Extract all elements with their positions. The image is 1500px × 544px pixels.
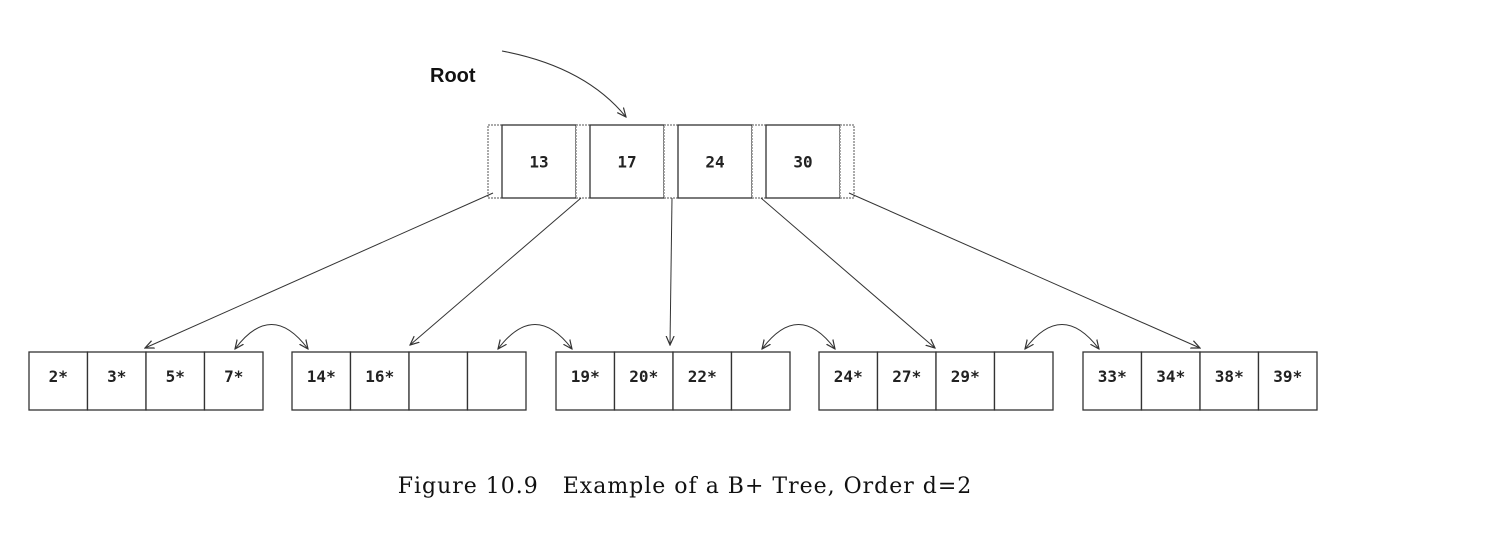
root-key: 17: [617, 153, 636, 172]
leaf-entry: 24*: [834, 367, 863, 386]
root-pointer-slot: [839, 124, 855, 199]
leaf-node: 14* 16*: [291, 351, 527, 411]
root-key: 30: [793, 153, 812, 172]
leaf-node: 2* 3* 5* 7*: [28, 351, 264, 411]
leaf-entry-cell: [1082, 351, 1143, 411]
child-pointer-arrow: [410, 197, 582, 345]
leaf-entry: 14*: [307, 367, 336, 386]
root-label: Root: [430, 65, 476, 87]
leaf-entry-cell: [145, 351, 206, 411]
leaf-entry-cell: [408, 351, 469, 411]
leaf-entry: 33*: [1098, 367, 1127, 386]
sibling-link-arrow: [498, 324, 572, 350]
leaf-sibling-links: [235, 324, 1099, 350]
child-pointer-arrow: [760, 197, 935, 348]
leaf-entry-cell: [818, 351, 879, 411]
root-pointer-slot: [487, 124, 503, 199]
leaf-entry: 39*: [1273, 367, 1302, 386]
leaf-entry-cell: [349, 351, 410, 411]
leaf-entry-cell: [28, 351, 89, 411]
sibling-link-arrow: [235, 324, 308, 350]
leaf-node: 19* 20* 22*: [555, 351, 791, 411]
b-plus-tree-diagram: Root 13 17 24 30 2* 3* 5* 7* 14* 16* 19* 20* 22* 24*…: [28, 50, 1318, 411]
leaf-entry: 27*: [892, 367, 921, 386]
root-pointer-arrow: [501, 50, 626, 117]
leaf-entry-cell: [1199, 351, 1260, 411]
leaf-entry: 2*: [49, 367, 68, 386]
leaf-entry-cell: [86, 351, 147, 411]
root-pointer-slot: [575, 124, 591, 199]
root-key-cell: [677, 124, 753, 199]
leaf-node: 33* 34* 38* 39*: [1082, 351, 1318, 411]
leaf-entry-cell: [672, 351, 733, 411]
leaf-entry: 3*: [107, 367, 126, 386]
leaf-entry: 34*: [1156, 367, 1185, 386]
child-pointer-arrows: [145, 192, 1200, 348]
root-key: 24: [705, 153, 724, 172]
sibling-link-arrow: [762, 324, 835, 350]
leaf-level: 2* 3* 5* 7* 14* 16* 19* 20* 22* 24* 27* 29* 33* 34* 38…: [28, 351, 1318, 411]
root-pointer-slot: [751, 124, 767, 199]
leaf-node: 24* 27* 29*: [818, 351, 1054, 411]
child-pointer-arrow: [145, 192, 494, 348]
leaf-entry-cell: [203, 351, 264, 411]
root-key-cell: [501, 124, 577, 199]
leaf-entry: 16*: [365, 367, 394, 386]
root-node: 13 17 24 30: [487, 124, 855, 199]
leaf-entry-cell: [1140, 351, 1201, 411]
figure-caption: Figure 10.9 Example of a B+ Tree, Order …: [397, 474, 973, 499]
root-key: 13: [529, 153, 548, 172]
leaf-entry: 20*: [629, 367, 658, 386]
leaf-entry: 29*: [951, 367, 980, 386]
leaf-entry-cell: [993, 351, 1054, 411]
leaf-entry: 22*: [688, 367, 717, 386]
leaf-entry-cell: [466, 351, 527, 411]
leaf-entry: 19*: [571, 367, 600, 386]
leaf-entry: 38*: [1215, 367, 1244, 386]
root-key-cell: [589, 124, 665, 199]
root-pointer-slot: [663, 124, 679, 199]
child-pointer-arrow: [670, 197, 672, 345]
leaf-entry: 5*: [166, 367, 185, 386]
leaf-entry-cell: [291, 351, 352, 411]
sibling-link-arrow: [1025, 324, 1099, 350]
child-pointer-arrow: [848, 192, 1200, 348]
leaf-entry-cell: [1257, 351, 1318, 411]
leaf-entry-cell: [730, 351, 791, 411]
leaf-entry: 7*: [224, 367, 243, 386]
leaf-entry-cell: [613, 351, 674, 411]
leaf-entry-cell: [935, 351, 996, 411]
